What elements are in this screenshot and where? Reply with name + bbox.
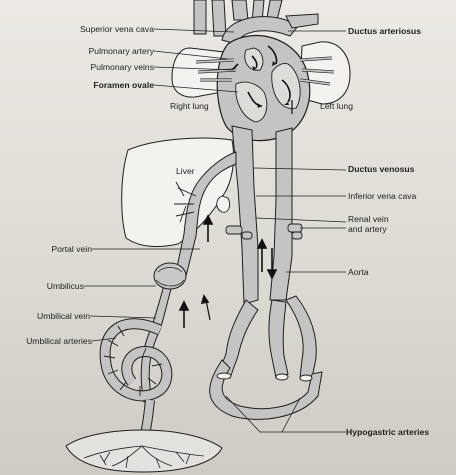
label-ductus-arteriosus: Ductus arteriosus <box>348 26 421 36</box>
label-superior-vena-cava: Superior vena cava <box>80 24 154 34</box>
umbilicus <box>153 262 187 290</box>
umbilical-vein <box>140 267 177 403</box>
label-umbilicus: Umbilicus <box>47 281 84 291</box>
flow-arrows <box>178 100 293 328</box>
liver <box>121 137 235 247</box>
great-vessels <box>193 0 319 45</box>
label-ductus-venosus: Ductus venosus <box>348 164 415 174</box>
iliac-branches <box>209 295 323 420</box>
label-renal-vein: Renal vein <box>348 214 389 224</box>
renal-vessels <box>225 223 303 240</box>
label-hypogastric-arteries: Hypogastric arteries <box>346 427 429 437</box>
heart <box>216 34 311 142</box>
label-right-lung: Right lung <box>170 101 209 111</box>
left-lung <box>299 41 351 105</box>
label-and-artery: and artery <box>348 224 387 234</box>
placenta <box>65 429 223 473</box>
label-pulmonary-artery: Pulmonary artery <box>89 46 155 56</box>
pulmonary-vessels <box>195 56 335 86</box>
label-portal-vein: Portal vein <box>51 244 92 254</box>
inferior-vena-cava <box>231 125 259 305</box>
label-liver: Liver <box>176 166 195 176</box>
label-aorta: Aorta <box>348 267 369 277</box>
leader-lines <box>84 28 347 433</box>
label-umbilical-arteries: Umbilical arteries <box>26 336 92 346</box>
label-inferior-vena-cava: Inferior vena cava <box>348 191 417 201</box>
umbilical-cord-coil <box>99 318 173 448</box>
labels: Superior vena cava Pulmonary artery Pulm… <box>26 24 429 437</box>
label-pulmonary-veins: Pulmonary veins <box>90 62 154 72</box>
label-foramen-ovale: Foramen ovale <box>93 80 154 90</box>
label-left-lung: Left lung <box>320 101 353 111</box>
label-umbilical-vein: Umbilical vein <box>37 311 90 321</box>
